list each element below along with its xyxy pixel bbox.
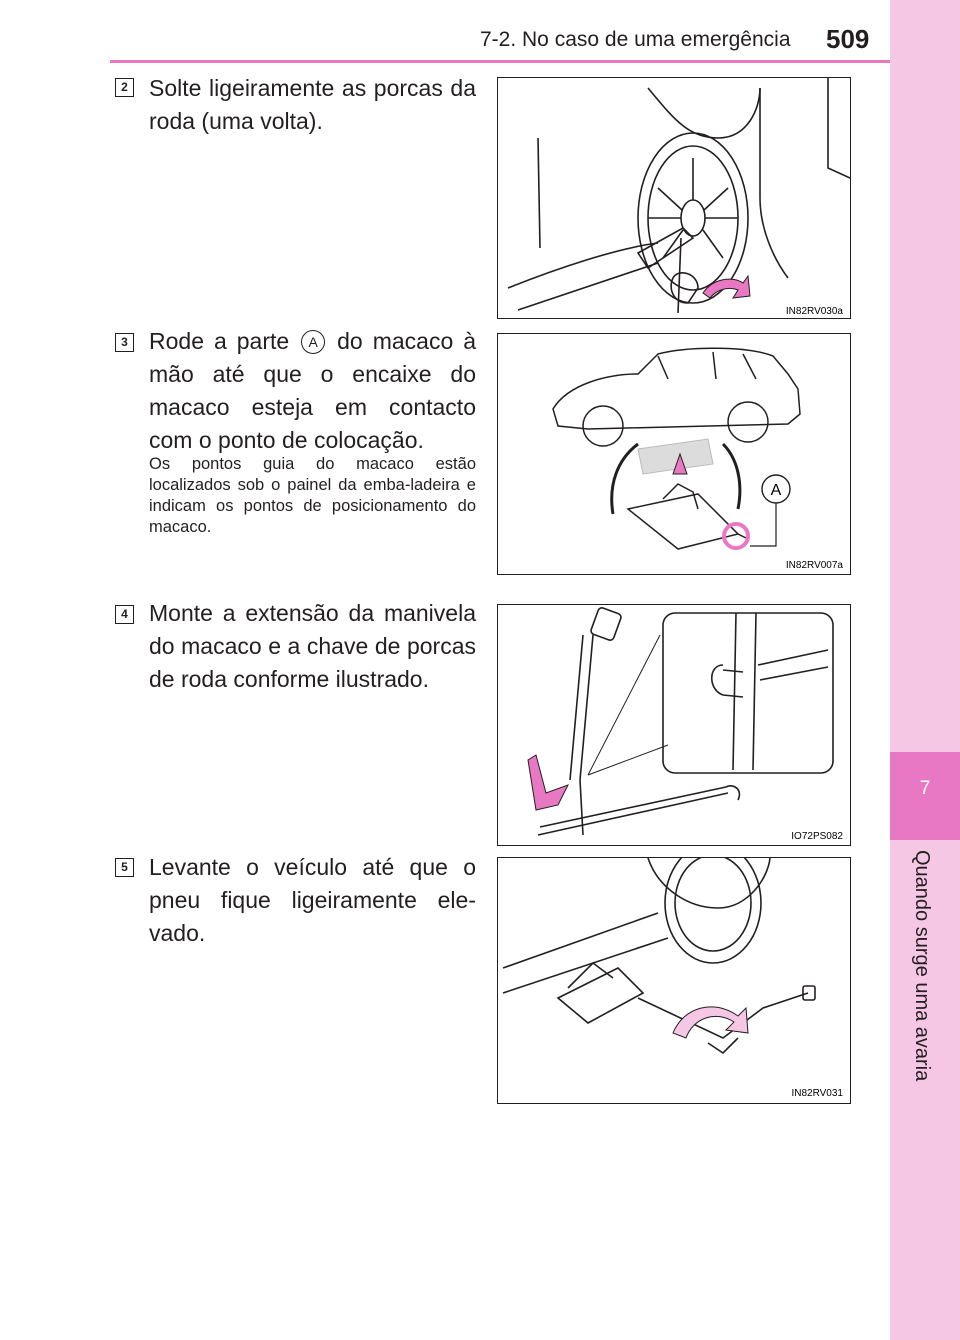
wheel-wrench-illustration: IN82RV030a	[507, 78, 850, 317]
step-text: Rode a parte A do macaco à mão até que o…	[149, 325, 476, 457]
chapter-side-tab	[890, 0, 960, 1340]
step-number: 5	[115, 858, 134, 877]
chapter-title: Quando surge uma avaria	[911, 850, 933, 1082]
header-rule	[110, 60, 890, 63]
figure-code: IN82RV031	[791, 1088, 843, 1099]
step-text-part: Rode a parte	[149, 328, 290, 354]
step-number: 3	[115, 333, 134, 352]
figure-raise-vehicle: IN82RV031	[497, 857, 851, 1104]
step-number: 2	[115, 78, 134, 97]
chapter-number: 7	[919, 778, 931, 799]
chapter-marker: 7	[890, 752, 960, 840]
step-text: Monte a extensão da manivela do macaco e…	[149, 600, 476, 692]
step-text: Solte ligeiramente as porcas da roda (um…	[149, 75, 476, 134]
step-number: 4	[115, 605, 134, 624]
page-number: 509	[826, 24, 870, 54]
figure-code: IN82RV007a	[786, 560, 844, 571]
figure-callout-a: A	[771, 482, 782, 499]
jack-position-illustration: A IN82RV007a	[552, 347, 844, 571]
figure-code: IN82RV030a	[786, 306, 844, 317]
figure-code: IO72PS082	[791, 831, 843, 842]
step-text: Levante o veículo até que o pneu fique l…	[149, 854, 476, 946]
figure-jack-position: A IN82RV007a	[497, 333, 851, 575]
section-title: 7-2. No caso de uma emergência	[480, 28, 791, 51]
callout-a: A	[301, 330, 326, 354]
step-text-part: do macaco à mão até que o encaixe do mac…	[149, 328, 477, 453]
raise-vehicle-illustration: IN82RV031	[502, 858, 843, 1099]
figure-assemble-handle: IO72PS082	[497, 604, 851, 846]
handle-assembly-illustration: IO72PS082	[527, 607, 843, 842]
figure-loosen-wheel-nuts: IN82RV030a	[497, 77, 851, 319]
step-note: Os pontos guia do macaco estão localizad…	[149, 455, 476, 536]
